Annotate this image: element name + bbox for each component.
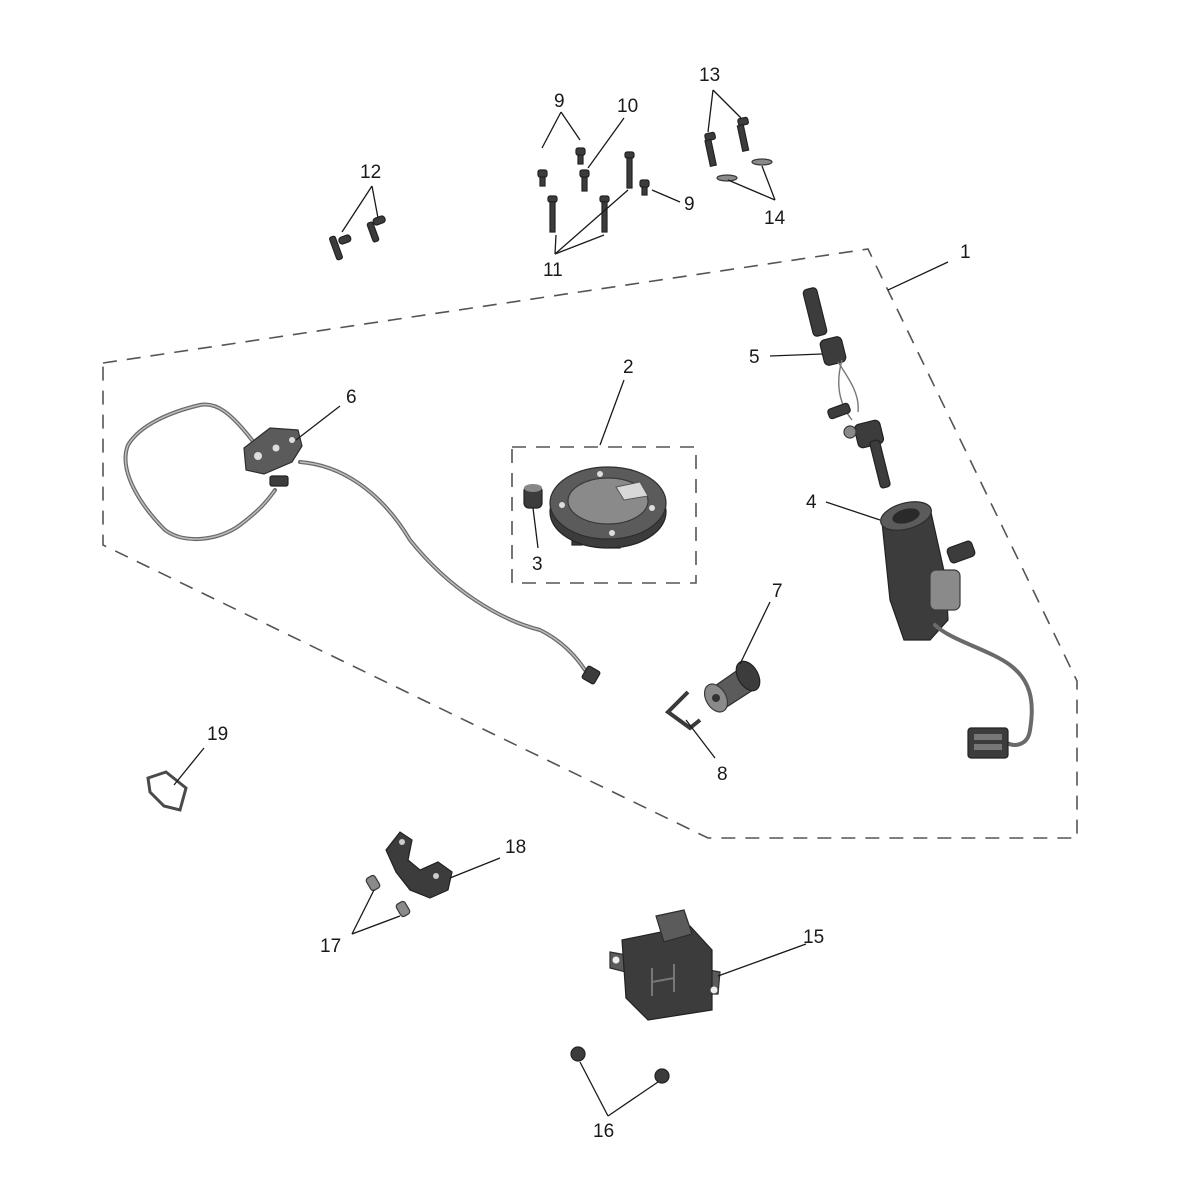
part-10-bolt <box>579 169 590 192</box>
part-14-washers <box>716 158 773 182</box>
part-6-cable-assembly <box>123 402 601 685</box>
part-11-bolts <box>547 151 635 233</box>
callout-10: 10 <box>617 96 638 117</box>
part-8-clip <box>664 690 702 731</box>
part-18-bracket <box>385 831 453 899</box>
part-9-bolts <box>537 147 650 196</box>
callout-2: 2 <box>623 357 634 378</box>
assembly-2-outline <box>511 446 697 584</box>
part-19-ring <box>146 770 188 812</box>
part-4-ignition-switch <box>880 501 1034 759</box>
callout-labels: 1 2 3 4 5 6 7 8 9 9 10 11 12 13 14 15 16… <box>207 65 971 1142</box>
part-3-plug <box>523 484 543 509</box>
part-17-pins <box>365 874 411 918</box>
callout-8: 8 <box>717 764 728 785</box>
callout-3: 3 <box>532 554 543 575</box>
callout-17: 17 <box>320 936 341 957</box>
leader-lines <box>173 89 949 1117</box>
callout-15: 15 <box>803 927 824 948</box>
part-5-keys <box>802 287 891 489</box>
callout-19: 19 <box>207 724 228 745</box>
callout-6: 6 <box>346 387 357 408</box>
callout-9b: 9 <box>684 194 695 215</box>
callout-9a: 9 <box>554 91 565 112</box>
callout-12: 12 <box>360 162 381 183</box>
callout-14: 14 <box>764 208 786 229</box>
part-7-lock-barrel <box>703 660 761 713</box>
callout-16: 16 <box>593 1121 614 1142</box>
callout-1: 1 <box>960 242 971 263</box>
callout-7: 7 <box>772 581 783 602</box>
callout-18: 18 <box>505 837 526 858</box>
callout-5: 5 <box>749 347 760 368</box>
callout-13: 13 <box>699 65 720 86</box>
part-16-grommets <box>570 1046 670 1084</box>
part-13-bolts <box>704 116 750 167</box>
callout-11: 11 <box>543 260 563 281</box>
callout-4: 4 <box>806 492 817 513</box>
part-2-fuel-cap <box>549 466 667 549</box>
part-12-screws <box>329 215 386 261</box>
assembly-1-outline <box>102 248 1078 839</box>
part-15-control-module <box>609 909 721 1021</box>
